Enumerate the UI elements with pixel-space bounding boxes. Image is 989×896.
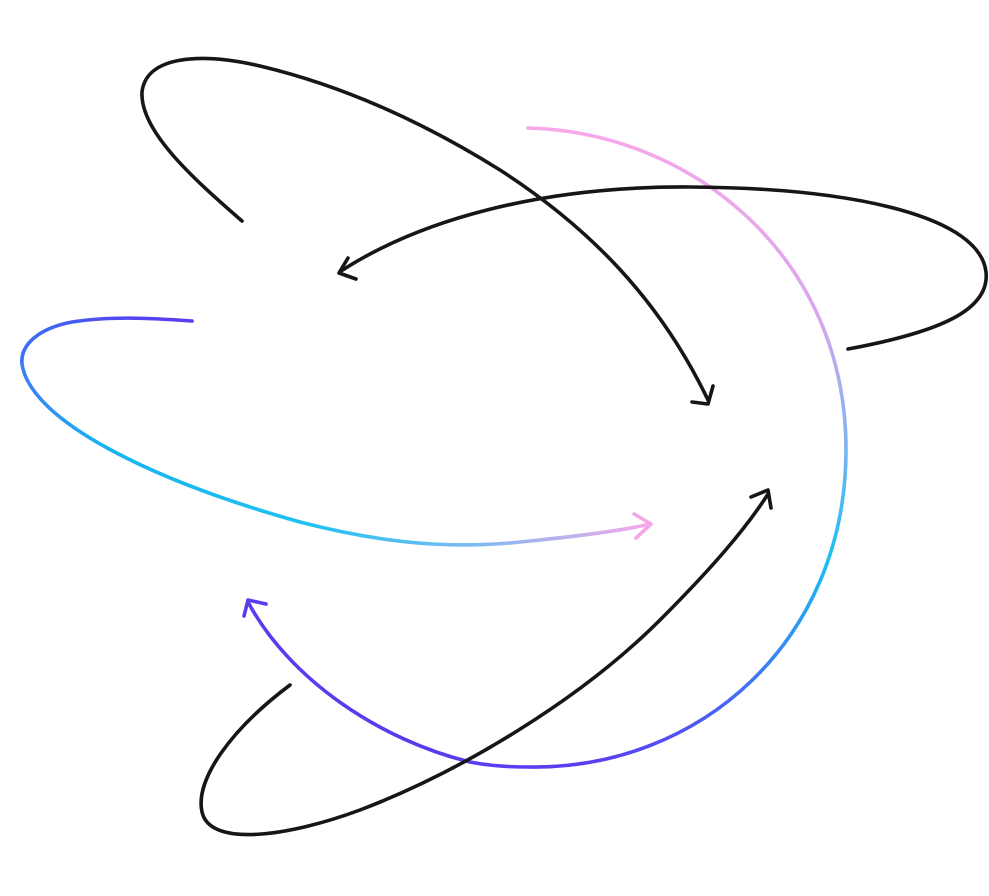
arrowhead-bottom-ink-icon [749, 488, 773, 510]
loop-arrow-bottom-ink [199, 492, 770, 837]
arrowhead-top-left-icon [690, 384, 715, 406]
loop-arrow-left-gradient-top [20, 316, 194, 366]
loop-arrow-top-right [339, 185, 988, 351]
gradient-arc-right [468, 126, 848, 769]
loop-arrow-left-gradient [20, 362, 652, 547]
arrowhead-top-right-icon [337, 256, 358, 281]
arrowhead-violet-icon [242, 598, 268, 618]
loop-arrow-top-left [140, 56, 710, 402]
curve-arrow-bottom-violet [246, 600, 472, 764]
arrowhead-pink-icon [632, 512, 653, 540]
